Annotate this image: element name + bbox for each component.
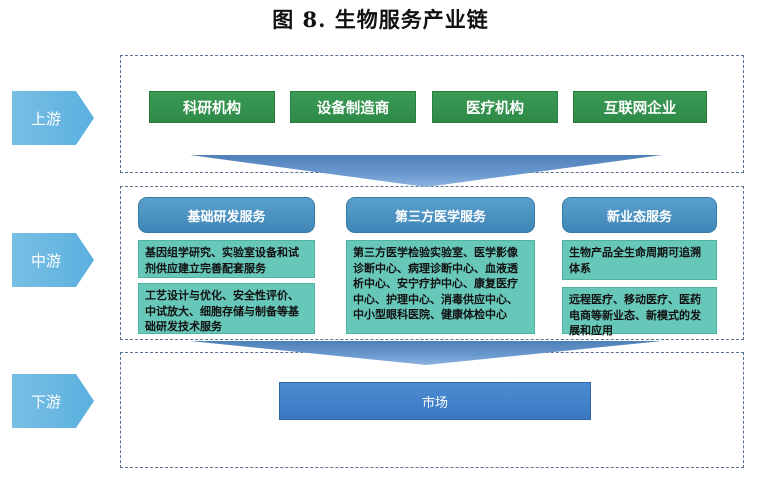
mid-item-new-business-1: 生物产品全生命周期可追溯体系 (562, 240, 717, 280)
upstream-box-research-institutions: 科研机构 (149, 91, 275, 123)
mid-item-basic-rd-1: 基因组学研究、实验室设备和试剂供应建立完善配套服务 (138, 240, 315, 278)
stage-arrow-downstream: 下游 (12, 374, 94, 428)
upstream-box-equipment-manufacturers: 设备制造商 (290, 91, 416, 123)
mid-header-new-business-services: 新业态服务 (562, 197, 717, 233)
stage-arrow-upstream: 上游 (12, 91, 94, 145)
mid-header-basic-rd: 基础研发服务 (138, 197, 315, 233)
upstream-box-internet-companies: 互联网企业 (573, 91, 707, 123)
downstream-box-market: 市场 (279, 382, 591, 420)
upstream-box-medical-institutions: 医疗机构 (432, 91, 558, 123)
figure-title: 图 8. 生物服务产业链 (272, 7, 489, 32)
stage-arrow-midstream: 中游 (12, 233, 94, 287)
mid-item-new-business-2: 远程医疗、移动医疗、医药电商等新业态、新模式的发展和应用 (562, 287, 717, 337)
mid-item-third-party-medical-1: 第三方医学检验实验室、医学影像诊断中心、病理诊断中心、血液透析中心、安宁疗护中心… (346, 240, 535, 334)
mid-item-basic-rd-2: 工艺设计与优化、安全性评价、中试放大、细胞存储与制备等基础研发技术服务 (138, 283, 315, 334)
mid-header-third-party-medical: 第三方医学服务 (346, 197, 535, 233)
